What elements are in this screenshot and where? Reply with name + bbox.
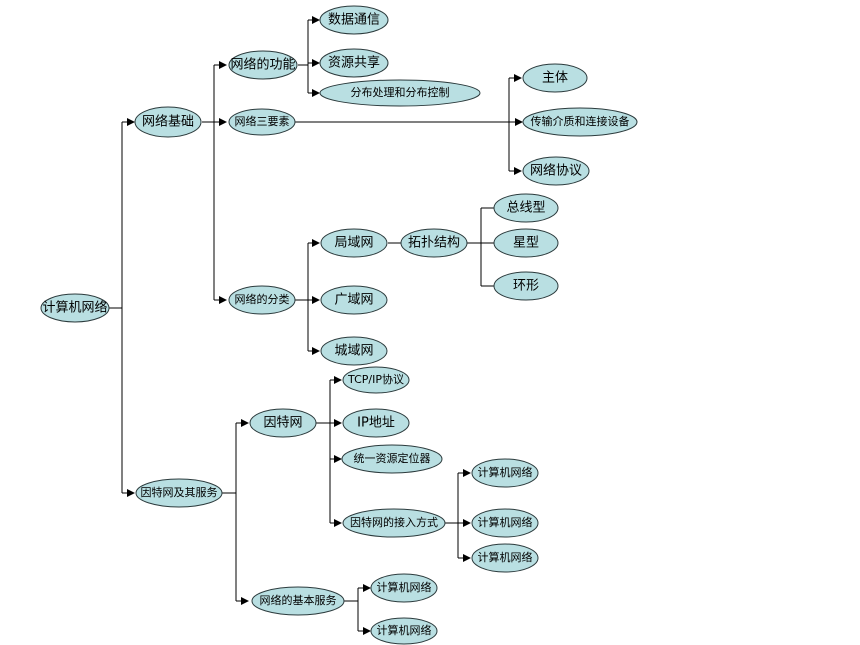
node-classification[interactable]: 网络的分类 (228, 285, 296, 315)
node-url-label: 统一资源定位器 (354, 451, 431, 465)
edge-class-trunk (294, 243, 309, 351)
node-three-elements[interactable]: 网络三要素 (228, 108, 296, 136)
node-star-label: 星型 (513, 236, 539, 251)
edge-access-trunk (444, 473, 459, 558)
node-man[interactable]: 城域网 (320, 336, 388, 366)
edge-internet-trunk (316, 380, 331, 523)
node-ip-address[interactable]: IP地址 (342, 408, 410, 438)
node-internet-services[interactable]: 因特网及其服务 (135, 478, 223, 508)
node-medium-label: 传输介质和连接设备 (531, 114, 630, 128)
node-access-2-label: 计算机网络 (478, 515, 533, 529)
node-bus[interactable]: 总线型 (493, 193, 559, 223)
node-internet-label: 因特网 (263, 416, 302, 431)
node-internet-services-label: 因特网及其服务 (141, 485, 218, 499)
node-access-2[interactable]: 计算机网络 (471, 508, 539, 538)
node-basics-label: 网络基础 (142, 114, 194, 130)
edge-root-trunk (108, 122, 123, 493)
node-functions-label: 网络的功能 (230, 57, 295, 73)
node-access-1-label: 计算机网络 (478, 465, 533, 479)
node-root-label: 计算机网络 (42, 300, 107, 316)
node-bus-label: 总线型 (506, 201, 545, 216)
node-url[interactable]: 统一资源定位器 (341, 444, 443, 474)
node-basic-services-label: 网络的基本服务 (260, 593, 337, 607)
node-distributed-label: 分布处理和分布控制 (351, 85, 450, 99)
node-access-3[interactable]: 计算机网络 (471, 543, 539, 573)
node-root[interactable]: 计算机网络 (40, 293, 110, 323)
node-tcpip[interactable]: TCP/IP协议 (342, 366, 410, 394)
node-subject-label: 主体 (542, 71, 568, 86)
node-service-1[interactable]: 计算机网络 (370, 573, 438, 603)
node-distributed[interactable]: 分布处理和分布控制 (319, 79, 481, 107)
edge-functions-trunk (298, 20, 309, 93)
node-ring-label: 环形 (513, 279, 539, 294)
node-protocol-label: 网络协议 (530, 163, 582, 179)
edge-basics-trunk (202, 65, 215, 300)
node-three-elements-label: 网络三要素 (235, 114, 290, 128)
node-man-label: 城域网 (334, 344, 373, 359)
node-access[interactable]: 因特网的接入方式 (342, 508, 446, 538)
connectors (108, 16, 523, 635)
node-basic-services[interactable]: 网络的基本服务 (251, 586, 345, 616)
node-lan[interactable]: 局域网 (320, 228, 388, 258)
node-tcpip-label: TCP/IP协议 (347, 372, 404, 386)
node-star[interactable]: 星型 (493, 228, 559, 258)
node-ip-address-label: IP地址 (357, 416, 395, 431)
node-service-1-label: 计算机网络 (377, 580, 432, 594)
node-access-1[interactable]: 计算机网络 (471, 458, 539, 488)
node-resource-share-label: 资源共享 (328, 55, 380, 71)
node-protocol[interactable]: 网络协议 (522, 156, 590, 186)
node-subject[interactable]: 主体 (522, 63, 588, 93)
node-wan-label: 广域网 (334, 293, 373, 308)
node-ring[interactable]: 环形 (493, 271, 559, 301)
node-topology-label: 拓扑结构 (408, 236, 460, 251)
edge-three-trunk (294, 78, 510, 171)
node-service-2-label: 计算机网络 (377, 623, 432, 637)
edge-topology-trunk (466, 208, 482, 286)
node-access-3-label: 计算机网络 (478, 550, 533, 564)
node-internet[interactable]: 因特网 (249, 408, 317, 438)
edge-is-trunk (222, 423, 237, 601)
node-data-comm[interactable]: 数据通信 (319, 5, 389, 35)
node-lan-label: 局域网 (334, 236, 373, 251)
node-classification-label: 网络的分类 (235, 292, 290, 306)
node-access-label: 因特网的接入方式 (350, 515, 438, 529)
edge-basic-trunk (344, 588, 359, 631)
node-medium[interactable]: 传输介质和连接设备 (522, 107, 638, 137)
node-functions[interactable]: 网络的功能 (228, 50, 298, 80)
node-service-2[interactable]: 计算机网络 (370, 617, 438, 645)
node-resource-share[interactable]: 资源共享 (319, 48, 389, 78)
node-basics[interactable]: 网络基础 (134, 106, 202, 138)
node-topology[interactable]: 拓扑结构 (400, 228, 468, 258)
node-data-comm-label: 数据通信 (328, 13, 380, 28)
node-wan[interactable]: 广域网 (320, 285, 388, 315)
